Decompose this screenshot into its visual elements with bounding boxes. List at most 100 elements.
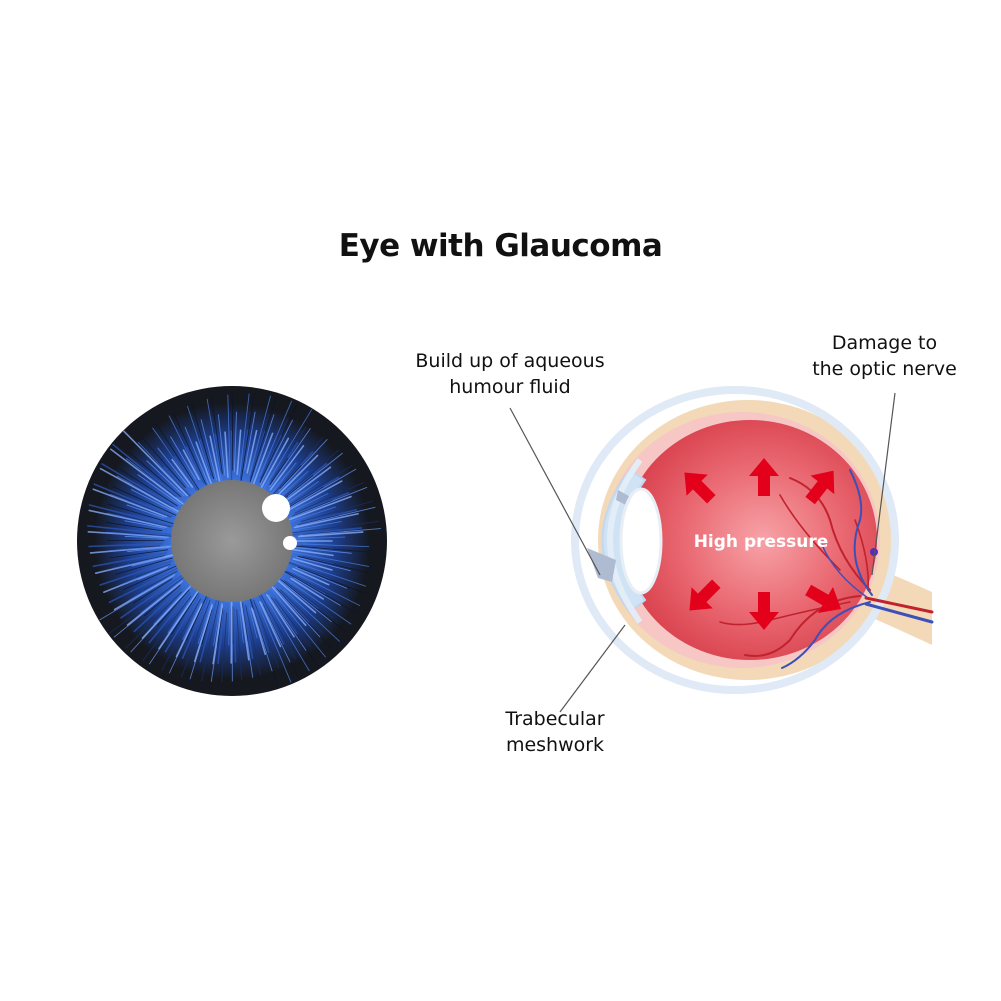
iris-fiber [252,609,273,672]
iris-fiber [125,545,161,549]
iris-fiber [274,598,311,647]
iris-fiber [271,436,324,497]
iris-fiber [171,592,199,635]
iris-fiber [246,429,258,474]
iris-fiber [250,414,275,485]
iris-fiber [187,405,211,475]
iris-fiber [201,599,220,682]
iris-fiber [186,594,208,641]
iris-fiber [291,520,380,534]
iris-fiber [288,527,363,536]
iris-fiber [283,468,357,512]
iris-fiber [277,588,309,623]
iris-fiber [129,555,166,564]
iris-fiber [99,467,182,514]
iris-fiber [140,468,176,497]
iris-fiber [164,595,200,653]
iris-fiber [244,411,256,471]
iris-fiber [214,433,222,473]
iris-fiber [105,531,171,538]
iris-fiber [297,555,369,574]
iris-fiber [259,402,299,483]
iris-fiber [105,522,163,532]
iris-fiber [236,429,242,476]
iris-fiber [107,545,174,552]
pupil-highlight-small [283,536,297,550]
iris-fiber [245,605,261,676]
pressure-arrow-icon [689,579,721,611]
iris-fiber [173,455,199,492]
iris-fiber [212,603,224,665]
iris-fiber [263,593,310,672]
iris-fiber [182,449,200,481]
trabecular-meshwork-label: Trabecular meshwork [490,706,620,758]
iris-fiber [88,509,168,528]
iris-fiber [292,521,342,531]
iris-fiber [136,563,171,578]
iris-fiber [279,465,302,490]
iris-fiber [213,601,222,646]
iris-fiber [88,542,163,548]
iris-fiber [239,393,250,477]
iris-fiber [200,419,217,481]
iris-fiber [171,458,194,488]
iris-fiber [251,432,274,488]
iris-fiber [92,488,168,518]
iris-fiber [157,589,190,627]
iris-fiber [259,593,296,659]
iris-fiber [228,599,231,646]
iris-fiber [108,567,179,604]
iris-fiber [191,403,215,480]
iris-fiber [157,447,190,488]
iris-fiber [294,482,365,514]
iris-fiber [168,415,202,481]
pressure-arrow-icon [749,458,779,496]
iris-fiber [201,608,213,645]
iris-fiber [109,576,185,634]
iris-fiber [279,449,340,501]
iris-fiber [249,430,266,481]
iris-fiber [287,466,332,500]
iris-fiber [284,486,324,510]
iris-fiber [240,393,255,484]
iris-fiber [290,486,368,519]
optic-nerve-label-line2: the optic nerve [812,358,957,380]
iris-fiber [291,548,334,557]
iris-fiber [146,460,185,497]
iris-fiber [292,558,333,571]
iris-fiber [286,570,342,602]
iris-fiber [250,607,267,656]
iris-fiber [123,430,188,497]
iris-fiber [195,441,214,488]
iris-fiber [269,457,289,486]
iris-fiber [227,394,231,480]
iris-fiber [295,556,351,572]
iris-fiber [125,458,186,506]
iris-fiber [181,599,211,678]
iris-fiber [262,408,313,492]
iris-fiber [86,525,176,536]
iris-fiber [284,580,334,619]
iris-fiber [87,531,169,538]
iris-fiber [279,470,309,498]
iris-fiber [248,606,258,639]
iris-fiber [132,483,173,508]
iris-fiber [300,500,373,522]
iris-fiber [142,595,192,661]
iris-fiber [270,462,297,494]
iris-fiber [113,574,175,611]
iris-fiber [161,598,201,671]
iris-fiber [125,591,182,649]
iris-fiber [123,532,173,537]
iris-fiber [269,428,311,488]
iris-fiber [275,577,317,614]
iris-fiber [270,426,307,482]
iris-fiber [217,607,224,646]
iris-fiber [199,596,219,663]
iris-fiber [287,452,343,497]
iris-fiber [133,587,182,633]
iris-fiber [295,506,376,527]
iris-fiber [211,396,223,475]
iris-fiber [257,592,285,645]
iris-fiber [292,567,330,586]
